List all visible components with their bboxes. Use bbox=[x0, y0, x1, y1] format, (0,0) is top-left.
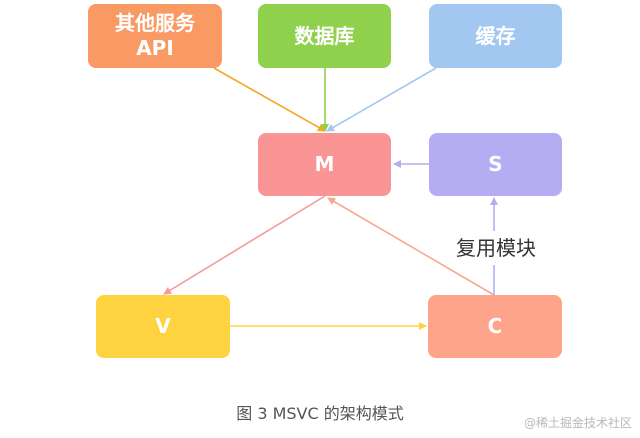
node-c: C bbox=[428, 295, 562, 358]
node-v: V bbox=[96, 295, 230, 358]
node-s: S bbox=[429, 133, 562, 196]
edge-label-reuse-module: 复用模块 bbox=[444, 231, 548, 265]
node-database: 数据库 bbox=[258, 4, 391, 68]
node-m: M bbox=[258, 133, 391, 196]
node-s-label: S bbox=[488, 152, 503, 176]
edge-api-to-m bbox=[213, 67, 326, 132]
node-m-label: M bbox=[314, 152, 335, 176]
node-cache-label: 缓存 bbox=[475, 23, 516, 48]
node-other-services-api: 其他服务 API bbox=[88, 4, 222, 68]
edge-m-to-v bbox=[163, 195, 326, 295]
edge-c-to-m bbox=[327, 197, 495, 296]
edge-cache-to-m bbox=[326, 67, 437, 132]
node-cache: 缓存 bbox=[429, 4, 562, 68]
watermark: @稀土掘金技术社区 bbox=[523, 416, 632, 430]
node-api-label-line2: API bbox=[136, 36, 174, 60]
figure-caption: 图 3 MSVC 的架构模式 bbox=[236, 404, 404, 423]
node-api-label-line1: 其他服务 bbox=[115, 11, 195, 35]
node-v-label: V bbox=[155, 314, 171, 338]
node-database-label: 数据库 bbox=[294, 23, 355, 48]
node-c-label: C bbox=[487, 314, 503, 338]
